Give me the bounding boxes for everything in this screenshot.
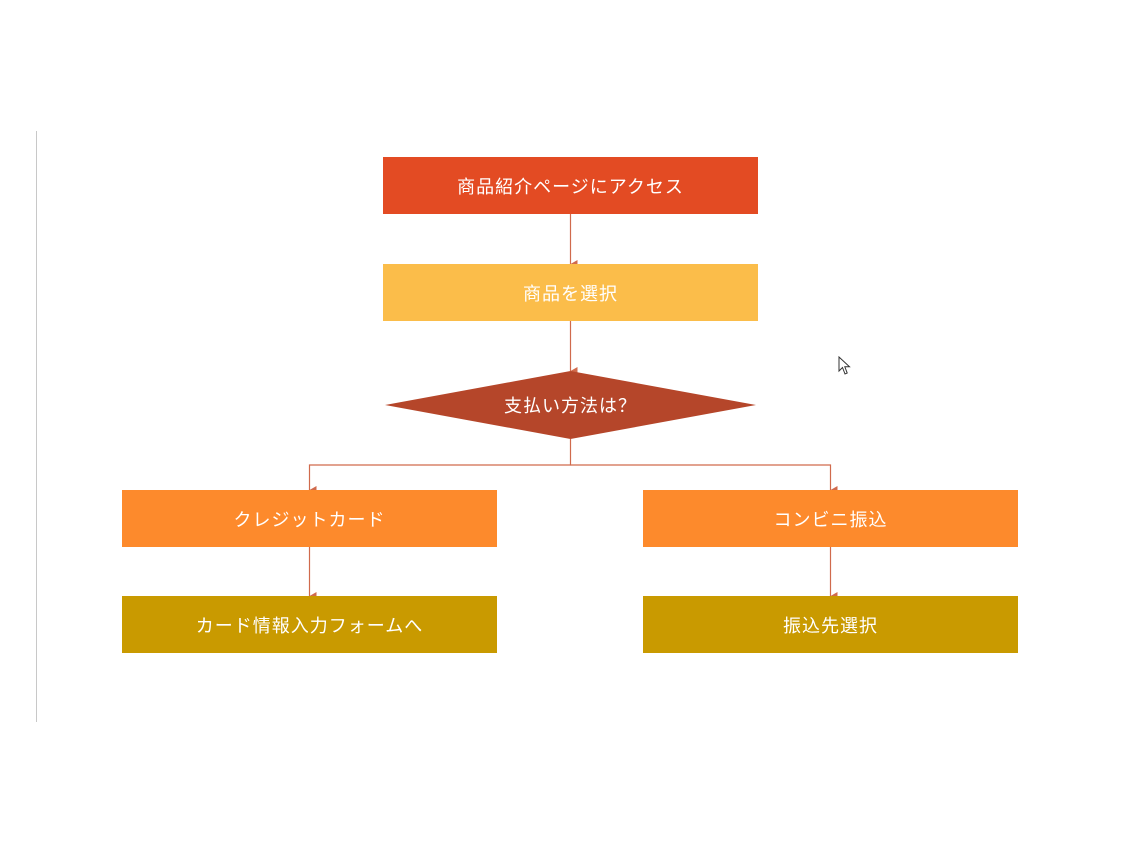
decision-diamond-shape	[385, 371, 756, 439]
connector-decision-to-conv	[570, 464, 838, 494]
node-convenience-label: コンビニ振込	[773, 509, 888, 531]
node-select-label: 商品を選択	[523, 283, 618, 305]
node-card-form-label: カード情報入力フォームへ	[195, 615, 424, 637]
node-transfer-dest-label: 振込先選択	[783, 615, 878, 637]
node-decision-label: 支払い方法は？	[504, 396, 637, 417]
node-select-product[interactable]: 商品を選択	[383, 264, 758, 321]
node-transfer-destination[interactable]: 振込先選択	[643, 596, 1018, 653]
arrow-cursor-icon	[838, 356, 851, 375]
node-convenience-store-transfer[interactable]: コンビニ振込	[643, 490, 1018, 547]
node-payment-decision[interactable]: 支払い方法は？	[385, 371, 756, 439]
node-access-label: 商品紹介ページにアクセス	[457, 176, 684, 198]
node-credit-card-label: クレジットカード	[233, 509, 386, 531]
connector-decision-to-card	[308, 439, 572, 494]
node-credit-card[interactable]: クレジットカード	[122, 490, 497, 547]
node-access-product-page[interactable]: 商品紹介ページにアクセス	[383, 157, 758, 214]
node-card-info-form[interactable]: カード情報入力フォームへ	[122, 596, 497, 653]
page-margin-rule	[36, 131, 37, 722]
